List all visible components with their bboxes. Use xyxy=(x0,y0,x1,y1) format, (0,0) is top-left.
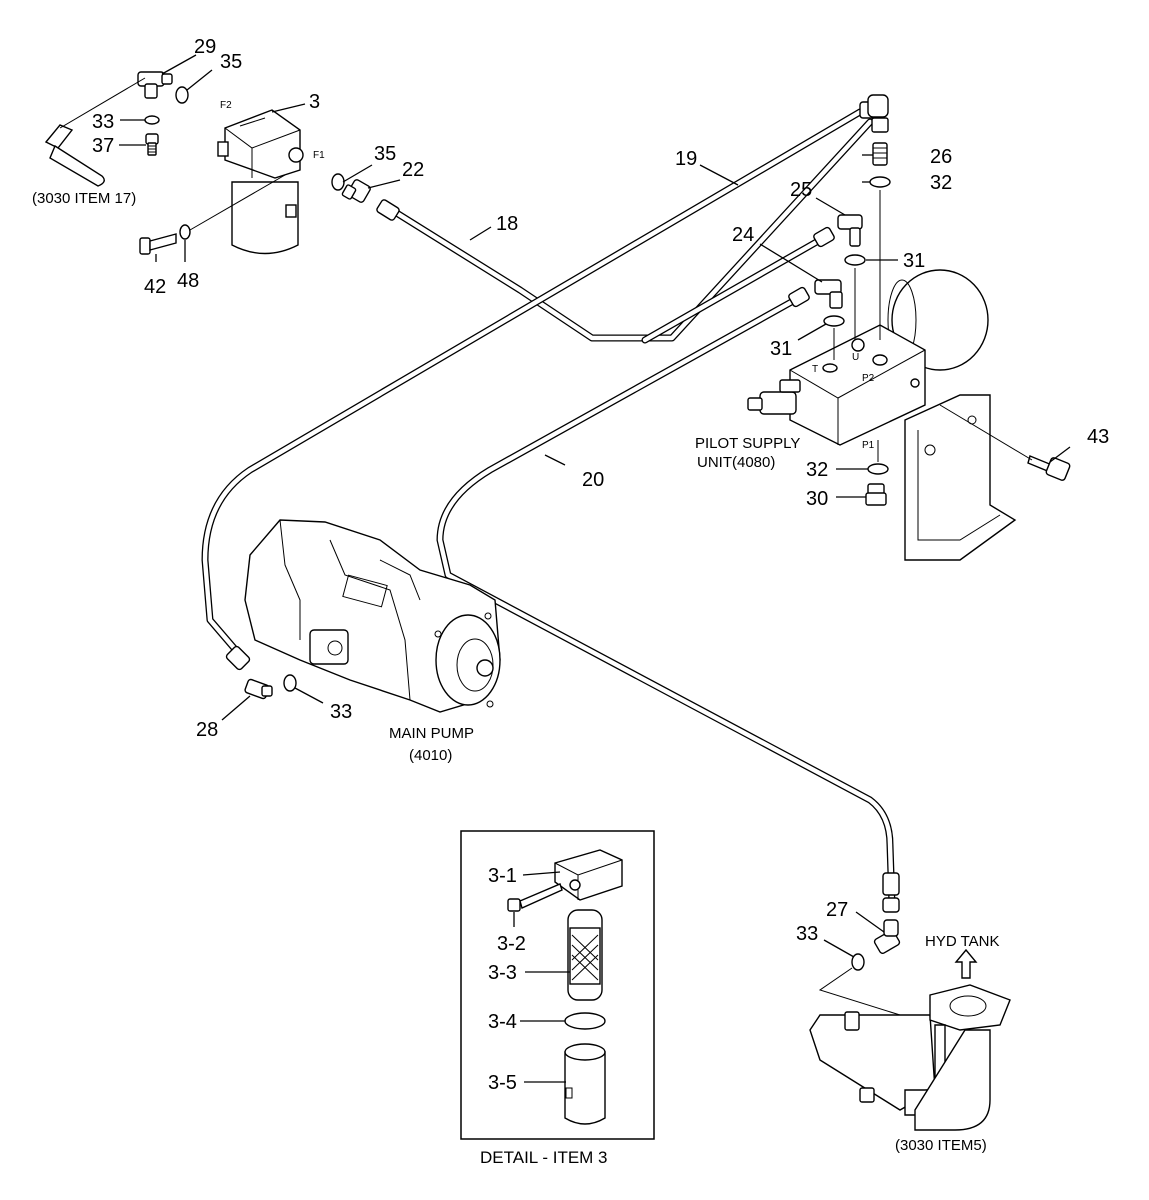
callout-35-filter-side: 35 xyxy=(374,143,396,165)
callout-33-pump: 33 xyxy=(330,701,352,723)
hose-18 xyxy=(391,118,874,342)
callout-27: 27 xyxy=(826,899,848,921)
up-arrow-icon xyxy=(954,948,978,979)
o-ring-32-bottom xyxy=(867,463,889,475)
plug-37 xyxy=(145,133,159,156)
ref-3030-item-17: (3030 ITEM 17) xyxy=(32,190,136,207)
callout-19: 19 xyxy=(675,148,697,170)
adapter-22 xyxy=(341,179,371,203)
callout-3-3: 3-3 xyxy=(488,962,517,984)
o-ring-33-tank xyxy=(851,953,865,971)
callout-31-upper: 31 xyxy=(903,250,925,272)
o-ring-31-upper xyxy=(844,254,866,266)
tee-fitting-29 xyxy=(137,71,173,99)
o-ring-35-top xyxy=(175,86,189,104)
callout-43: 43 xyxy=(1087,426,1109,448)
callout-29: 29 xyxy=(194,36,216,58)
port-t-label: T xyxy=(812,364,818,375)
main-pump-caption-1: MAIN PUMP xyxy=(389,725,474,742)
callout-31-lower: 31 xyxy=(770,338,792,360)
callout-26: 26 xyxy=(930,146,952,168)
bolt-43 xyxy=(1027,455,1071,481)
pilot-supply-unit xyxy=(747,269,1017,561)
leader-lines xyxy=(119,54,1071,1083)
callout-3-4: 3-4 xyxy=(488,1011,517,1033)
o-ring-35-side xyxy=(331,173,345,191)
port-p2-label: P2 xyxy=(862,373,875,384)
callout-18: 18 xyxy=(496,213,518,235)
callout-37: 37 xyxy=(92,135,114,157)
o-ring-31-lower xyxy=(823,315,845,327)
callout-48: 48 xyxy=(177,270,199,292)
elbow-26 xyxy=(867,94,889,166)
hose-end-fittings xyxy=(225,101,900,913)
port-u-label: U xyxy=(852,352,859,363)
hose-19 xyxy=(201,108,874,659)
callout-30: 30 xyxy=(806,488,828,510)
hyd-tank-port xyxy=(809,984,1011,1131)
elbow-28 xyxy=(244,678,273,700)
port-f2-label: F2 xyxy=(220,100,232,111)
callout-3-2: 3-2 xyxy=(497,933,526,955)
callout-33-filter: 33 xyxy=(92,111,114,133)
washer-48 xyxy=(179,224,191,240)
detail-o-ring-3-4 xyxy=(564,1012,606,1030)
callout-24: 24 xyxy=(732,224,754,246)
detail-item-3-caption: DETAIL - ITEM 3 xyxy=(480,1148,608,1167)
callout-32-bottom: 32 xyxy=(806,459,828,481)
main-pump-caption-2: (4010) xyxy=(409,747,452,764)
callout-3-5: 3-5 xyxy=(488,1072,517,1094)
pilot-supply-caption-1: PILOT SUPPLY xyxy=(695,435,800,452)
callout-33-tank: 33 xyxy=(796,923,818,945)
port-p1-label: P1 xyxy=(862,440,875,451)
detail-element-3-3 xyxy=(567,909,603,1001)
detail-bolt-3-2 xyxy=(507,883,563,912)
main-pump xyxy=(244,519,501,713)
pilot-guide-lines xyxy=(833,190,1033,462)
tank-guide-line xyxy=(818,967,901,1016)
plug-30 xyxy=(865,483,887,506)
callout-3-1: 3-1 xyxy=(488,865,517,887)
callout-32-top: 32 xyxy=(930,172,952,194)
callout-22: 22 xyxy=(402,159,424,181)
o-ring-33-top xyxy=(144,115,160,125)
callout-3: 3 xyxy=(309,91,320,113)
port-f1-label: F1 xyxy=(313,150,325,161)
hose-24 xyxy=(641,236,824,344)
detail-bowl-3-5 xyxy=(564,1043,606,1125)
detail-head-3-1 xyxy=(554,849,623,901)
elbow-24 xyxy=(814,279,843,309)
hose-20 xyxy=(436,296,896,909)
callout-20: 20 xyxy=(582,469,604,491)
hose-3030-item-17 xyxy=(44,77,146,187)
pilot-supply-caption-2: UNIT(4080) xyxy=(697,454,775,471)
elbow-25 xyxy=(837,214,863,247)
ref-3030-item-5: (3030 ITEM5) xyxy=(895,1137,987,1154)
line-filter-assembly xyxy=(217,109,304,255)
bolt-guide-line xyxy=(189,174,286,231)
callout-25: 25 xyxy=(790,179,812,201)
callout-28: 28 xyxy=(196,719,218,741)
callout-42: 42 xyxy=(144,276,166,298)
o-ring-32-top xyxy=(869,176,891,188)
callout-35-filter-top: 35 xyxy=(220,51,242,73)
elbow-27 xyxy=(873,919,901,955)
detail-item-3-frame xyxy=(460,830,655,1140)
bolt-42 xyxy=(139,233,177,255)
hyd-tank-caption: HYD TANK xyxy=(925,933,999,950)
o-ring-33-pump xyxy=(283,674,297,692)
